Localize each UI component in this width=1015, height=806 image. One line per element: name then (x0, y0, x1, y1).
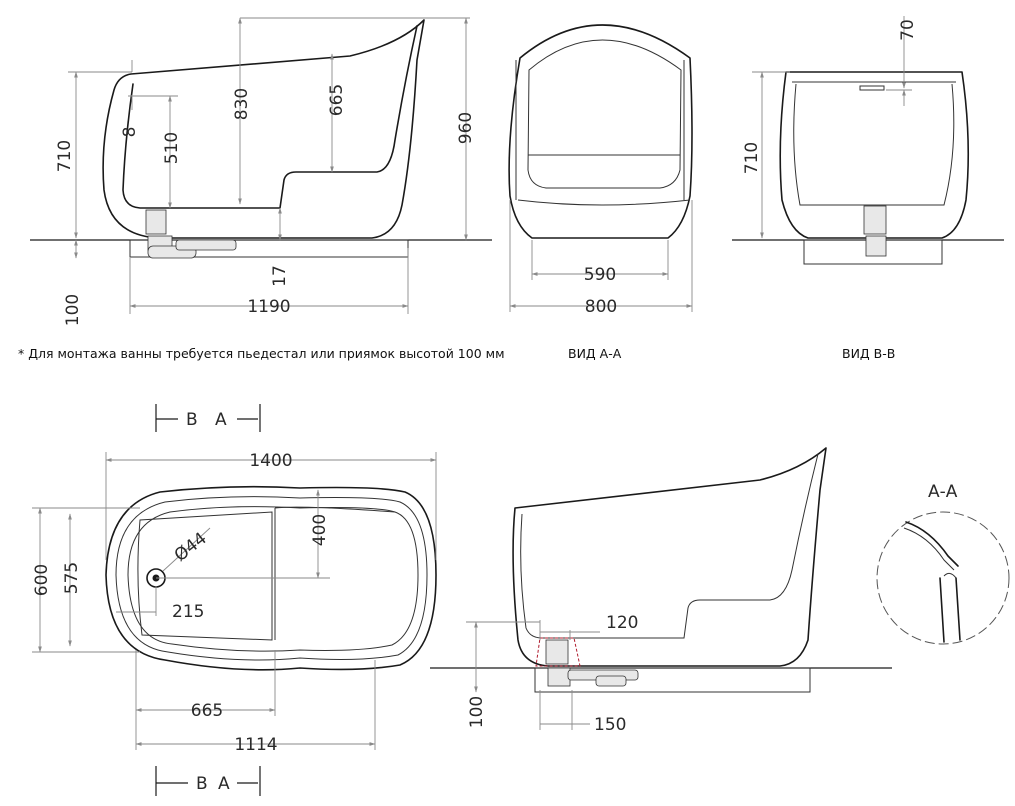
section-mark-b-top: В (186, 410, 198, 430)
detail-label: А-А (928, 482, 958, 502)
dim-120: 120 (606, 613, 638, 633)
mounting-note: * Для монтажа ванны требуется пьедестал … (18, 346, 505, 361)
side-tub-outline (102, 19, 425, 239)
dim-600: 600 (32, 564, 52, 596)
dim-100: 100 (63, 294, 83, 326)
dim-830: 830 (232, 88, 252, 120)
dim-17: 17 (270, 265, 290, 287)
dim-590: 590 (584, 265, 616, 285)
front-tub-outline (508, 24, 693, 239)
dim-70: 70 (898, 19, 918, 41)
dim-1400: 1400 (249, 451, 292, 471)
dim-960: 960 (456, 112, 476, 144)
plan-inner-rim (115, 496, 428, 661)
dim-510: 510 (162, 132, 182, 164)
plan-seat-step (274, 506, 396, 640)
section-mark-a-bottom: А (218, 774, 230, 794)
side-tub-inner (122, 25, 418, 209)
dim-100-sec: 100 (467, 696, 487, 728)
view-b-label: ВИД В-В (842, 346, 895, 361)
dim-150: 150 (594, 715, 626, 735)
top-view: В А 1400 600 575 400 Ø44 215 (32, 404, 437, 796)
dim-d44: Ø44 (171, 529, 211, 566)
dim-710-b: 710 (742, 142, 762, 174)
dim-575: 575 (62, 562, 82, 594)
dim-215: 215 (172, 602, 204, 622)
section-mark-a-top: А (215, 410, 227, 430)
dim-1190: 1190 (247, 297, 290, 317)
section-view: 120 100 150 (430, 447, 892, 735)
dim-400: 400 (310, 514, 330, 546)
drain-pipe (175, 239, 237, 251)
drain-valve (145, 209, 167, 235)
dim-8: 8 (120, 127, 140, 138)
pedestal-sec (534, 667, 811, 693)
section-tub-outline (512, 447, 827, 667)
dim-710: 710 (55, 140, 75, 172)
dim-1114: 1114 (234, 735, 277, 755)
section-mark-b-bottom: В (196, 774, 208, 794)
plan-outer-rim (105, 485, 437, 671)
view-a-a: 590 800 (508, 24, 693, 317)
side-view: 710 8 510 830 665 960 17 100 1190 (30, 17, 492, 326)
dim-665: 665 (327, 84, 347, 116)
front-tub-backrest (527, 39, 682, 189)
dim-800: 800 (585, 297, 617, 317)
dim-665-top: 665 (191, 701, 223, 721)
view-a-label: ВИД А-А (568, 346, 622, 361)
back-tub-outline (779, 71, 970, 239)
detail-a-a: А-А (876, 482, 1010, 645)
section-highlight (535, 637, 581, 667)
view-b-b: 70 710 (732, 16, 1004, 265)
